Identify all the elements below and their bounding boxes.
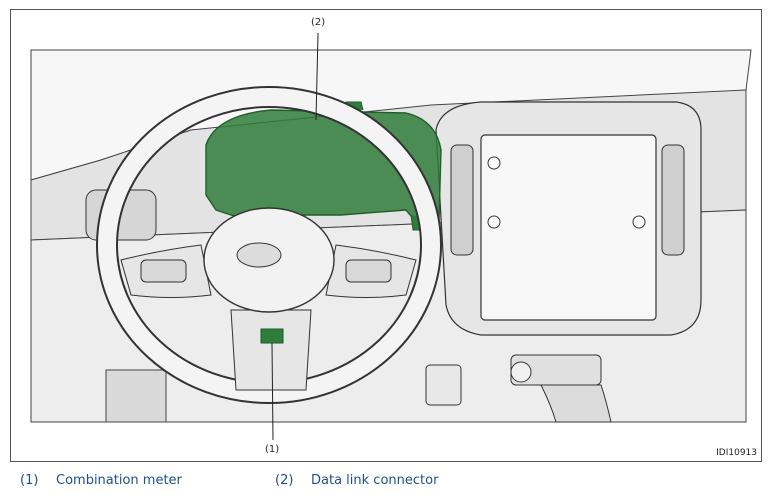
- legend-number: (1): [20, 473, 39, 488]
- display-knob: [632, 215, 646, 229]
- display-knob: [487, 156, 501, 170]
- right-switch-pad: [345, 259, 392, 283]
- legend-item: (1) Combination meter: [20, 473, 182, 488]
- center-left-vent: [450, 144, 474, 256]
- callout-1-label: (1): [265, 444, 280, 455]
- figure-frame: (2) (1) IDI10913: [10, 9, 762, 462]
- left-switch-pad: [140, 259, 187, 283]
- legend-item: (2) Data link connector: [275, 473, 438, 488]
- steering-wheel-lower-spoke: [230, 309, 312, 391]
- leader-line-2: [315, 32, 319, 121]
- legend: (1) Combination meter (2) Data link connec…: [0, 470, 773, 494]
- legend-number: (2): [275, 473, 294, 488]
- shift-lever-area: [540, 384, 612, 423]
- legend-text: Data link connector: [311, 473, 439, 488]
- display-knob: [487, 215, 501, 229]
- legend-text: Combination meter: [56, 473, 182, 488]
- data-link-connector-highlight: [260, 328, 284, 344]
- console-knob: [510, 361, 532, 383]
- center-display: [480, 134, 657, 321]
- figure-id: IDI10913: [716, 448, 757, 458]
- pedal: [425, 364, 462, 406]
- callout-2-label: (2): [311, 17, 326, 28]
- steering-wheel-rim-fill: [98, 88, 440, 402]
- leader-line-1: [271, 342, 274, 441]
- emblem: [236, 242, 282, 268]
- dashboard-illustration: [30, 32, 752, 441]
- floor-mat: [105, 369, 167, 423]
- center-right-vent: [661, 144, 685, 256]
